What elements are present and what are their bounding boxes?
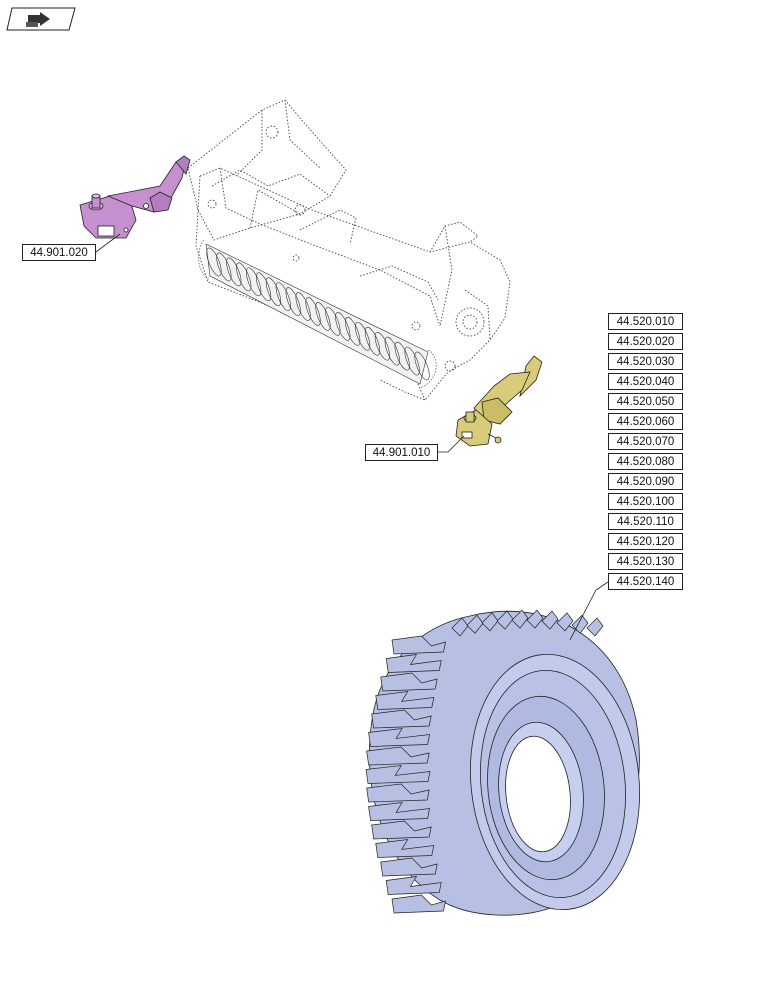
tread-lug — [556, 612, 574, 632]
reel-tine — [265, 277, 282, 307]
tread-lug — [375, 839, 435, 858]
reel-tine — [295, 292, 311, 321]
reel-tine — [315, 302, 331, 331]
callout-right-arm[interactable]: 44.901.010 — [365, 444, 438, 461]
tread-lug — [385, 876, 442, 895]
reel-tine — [374, 331, 390, 361]
tire-ref-060[interactable]: 44.520.060 — [608, 413, 683, 430]
tread-lug — [541, 610, 559, 630]
reel-tine — [335, 312, 351, 341]
reel-tine — [325, 307, 341, 336]
tire[interactable] — [368, 610, 652, 918]
leader-lines — [95, 233, 609, 641]
left-pivot-arm[interactable] — [79, 155, 191, 239]
tread-lug — [391, 635, 446, 655]
reel-tine — [384, 336, 400, 366]
reel-tine — [414, 351, 430, 381]
reel-tine — [354, 321, 371, 351]
tread-lug — [380, 672, 438, 692]
tread-lug — [366, 746, 430, 766]
reel-tine — [236, 262, 252, 292]
return-arrow-icon[interactable] — [6, 6, 76, 32]
tire-ref-070[interactable]: 44.520.070 — [608, 433, 683, 450]
tread-lug — [586, 617, 604, 637]
tire-tread-pattern — [365, 609, 604, 914]
tread-lug — [365, 765, 431, 784]
tire-ref-090[interactable]: 44.520.090 — [608, 473, 683, 490]
callout-left-arm[interactable]: 44.901.020 — [22, 244, 96, 261]
tire-ref-140[interactable]: 44.520.140 — [608, 573, 683, 590]
reel-tine — [275, 282, 291, 311]
tire-ref-020[interactable]: 44.520.020 — [608, 333, 683, 350]
tread-lug — [371, 709, 432, 729]
reel-tine — [345, 317, 361, 346]
tread-lug — [526, 609, 544, 629]
tread-lug — [385, 654, 442, 673]
baler-frame — [187, 99, 511, 401]
tire-ref-120[interactable]: 44.520.120 — [608, 533, 683, 550]
reel-tine — [255, 272, 272, 302]
reel-tine — [206, 247, 222, 277]
tread-lug — [371, 820, 432, 840]
reel-tine — [246, 267, 262, 297]
tire-ref-110[interactable]: 44.520.110 — [608, 513, 683, 530]
reel-tine — [216, 252, 232, 282]
tire-ref-040[interactable]: 44.520.040 — [608, 373, 683, 390]
tread-lug — [391, 894, 446, 914]
tread-lug — [380, 857, 438, 877]
tire-ref-030[interactable]: 44.520.030 — [608, 353, 683, 370]
tread-lug — [366, 783, 430, 803]
tread-lug — [511, 609, 529, 629]
reel-tine — [305, 297, 321, 326]
reel-tine — [404, 346, 420, 376]
tread-lug — [368, 728, 431, 747]
tread-lug — [375, 691, 435, 710]
reel-tines — [206, 247, 430, 381]
reel-tine — [226, 257, 242, 287]
reel-tine — [364, 326, 381, 356]
right-pivot-arm[interactable] — [455, 355, 543, 447]
tread-lug — [368, 802, 431, 821]
reel-tine — [285, 287, 301, 316]
tire-ref-130[interactable]: 44.520.130 — [608, 553, 683, 570]
tire-ref-050[interactable]: 44.520.050 — [608, 393, 683, 410]
reel-tine — [394, 341, 410, 371]
tire-ref-080[interactable]: 44.520.080 — [608, 453, 683, 470]
tire-ref-100[interactable]: 44.520.100 — [608, 493, 683, 510]
tire-ref-010[interactable]: 44.520.010 — [608, 313, 683, 330]
